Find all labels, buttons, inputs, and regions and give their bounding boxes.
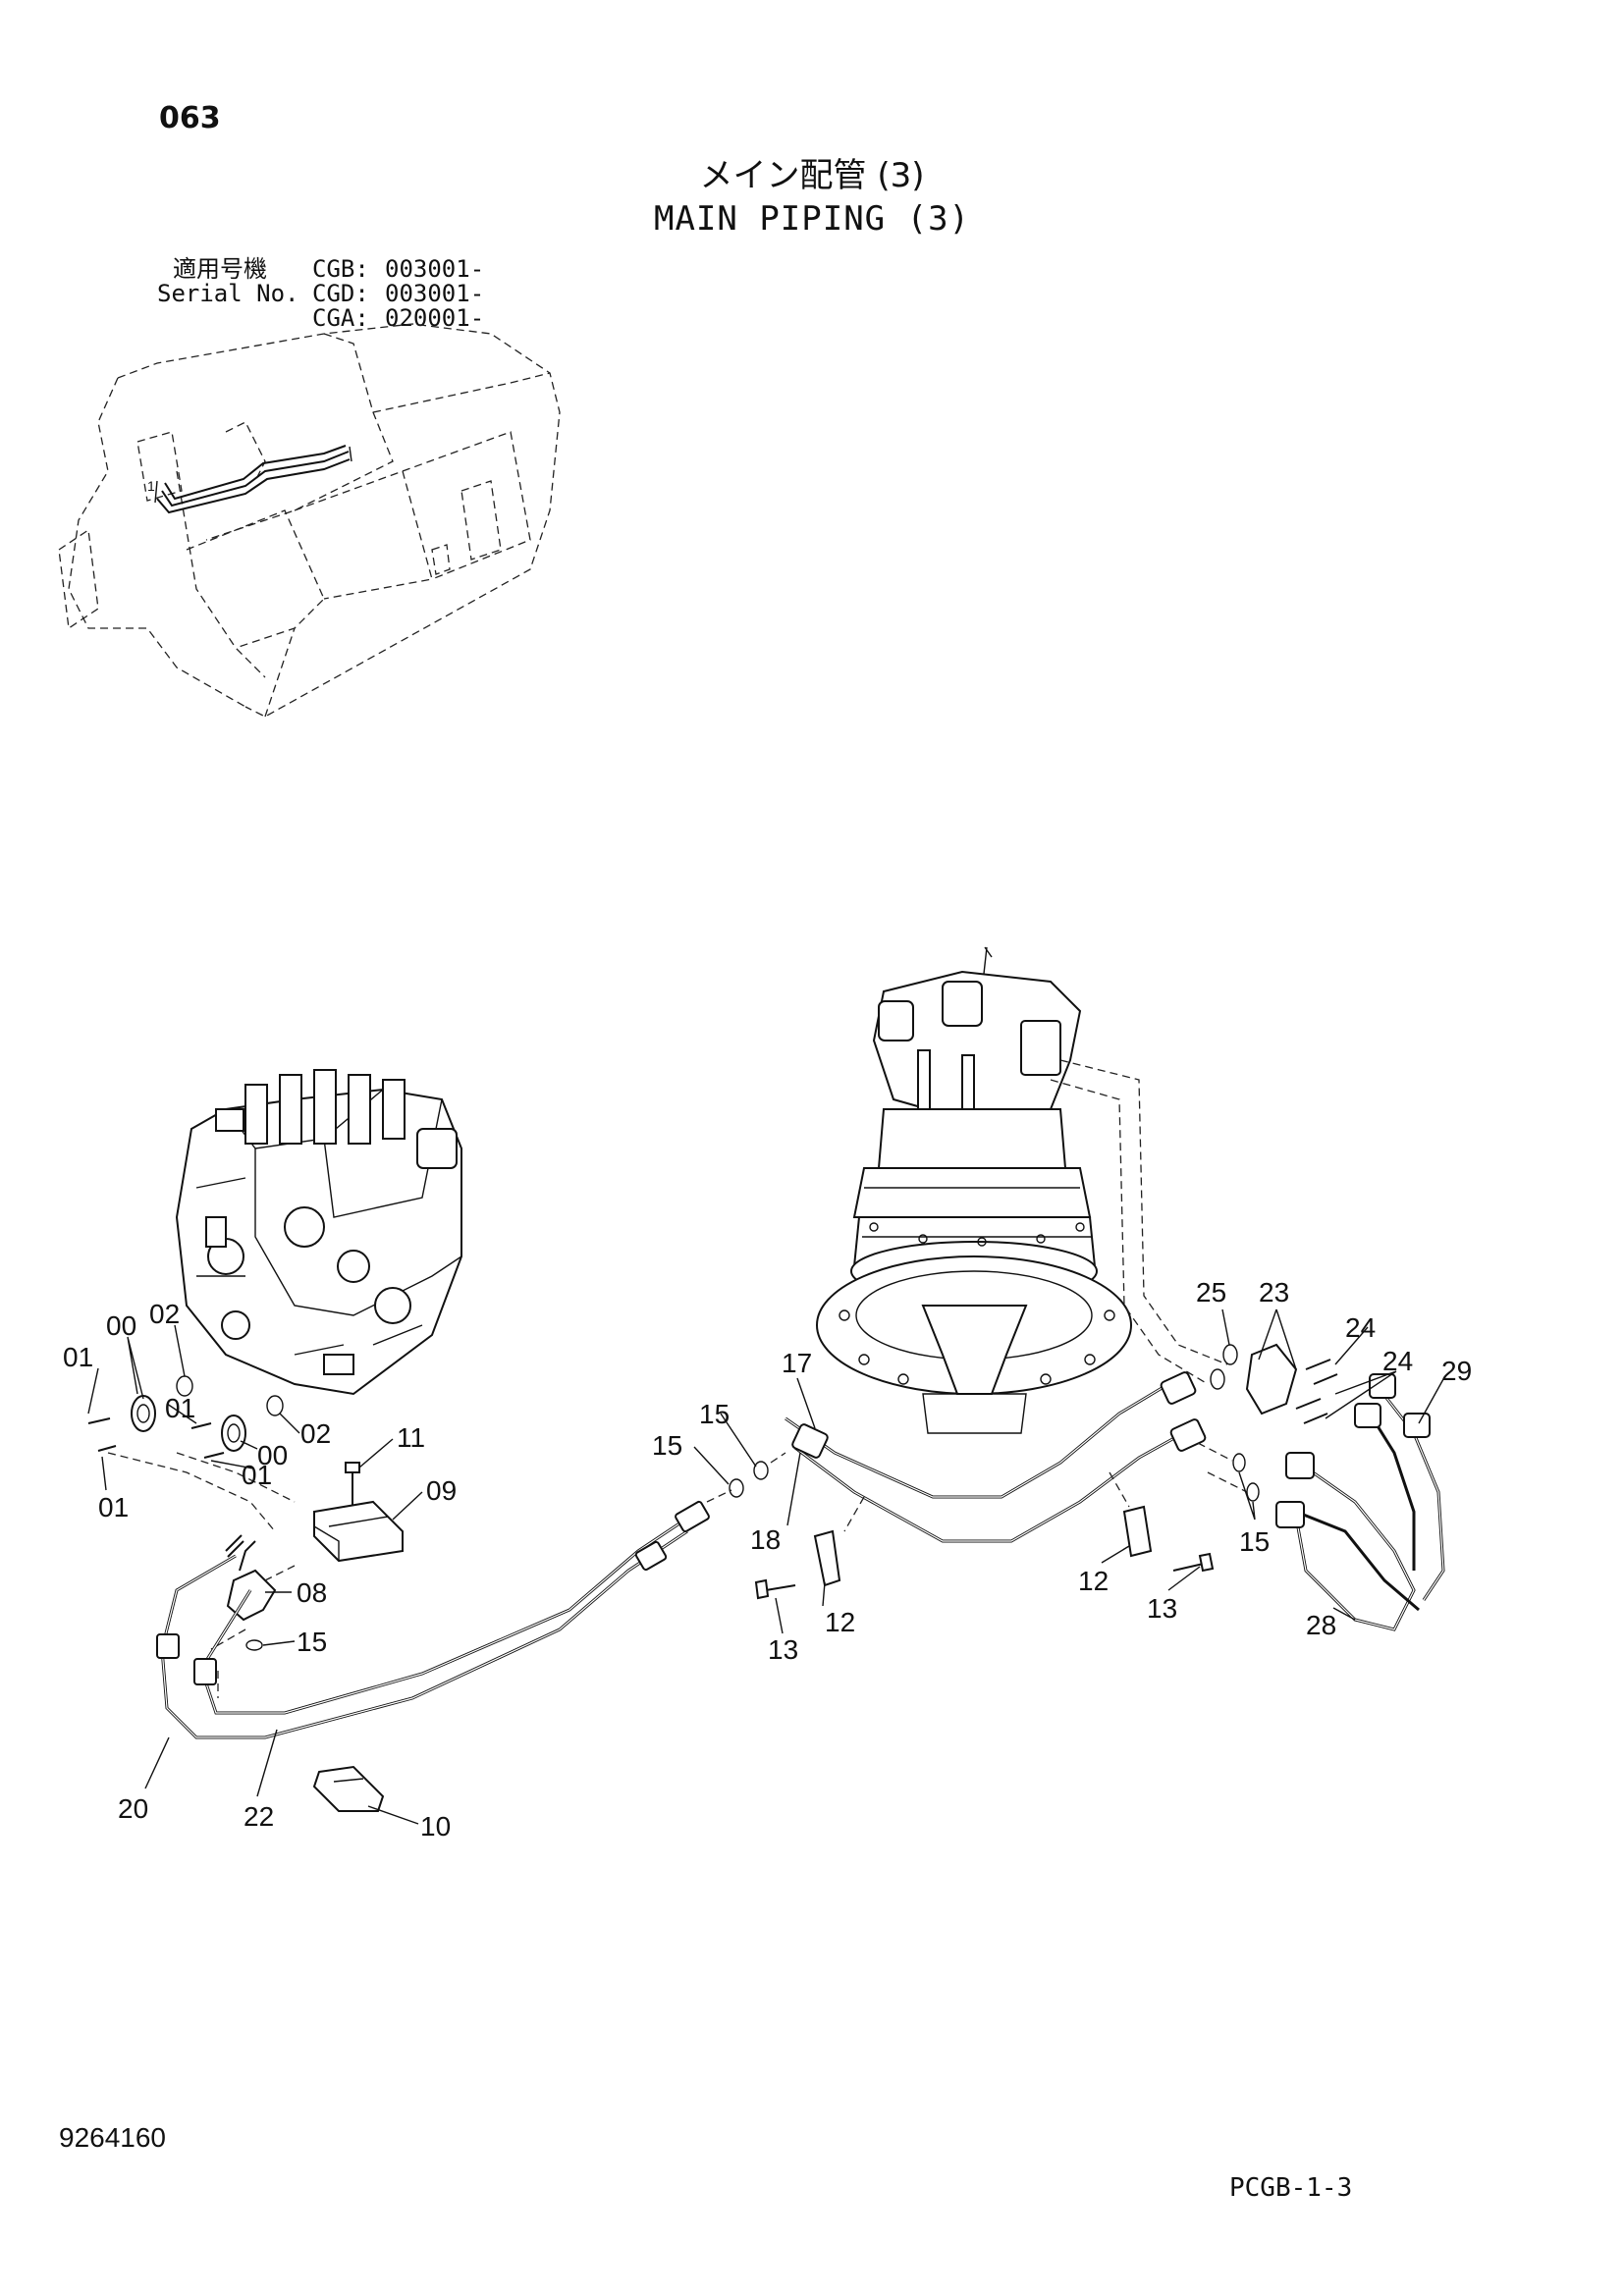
valve-fittings	[87, 1375, 404, 1812]
title-japanese: メイン配管 (3)	[699, 156, 925, 195]
callout-09: 09	[426, 1475, 457, 1506]
callout-02: 02	[149, 1299, 180, 1329]
serial-range: 020001-	[385, 304, 485, 332]
serial-label-en: Serial No.	[157, 280, 299, 307]
callout-13: 13	[768, 1634, 798, 1665]
callout-11: 11	[397, 1422, 425, 1453]
callout-15: 15	[297, 1627, 327, 1657]
serial-model: CGA:	[312, 304, 369, 332]
serial-model: CGD:	[312, 280, 369, 307]
callout-25: 25	[1196, 1277, 1226, 1308]
callout-12: 12	[1078, 1566, 1109, 1596]
serial-range: 003001-	[385, 280, 485, 307]
callout-12: 12	[825, 1607, 855, 1637]
callout-labels: 01 00 02 01 02 00 01 01 11 09 08 15 20 2…	[63, 1277, 1472, 1842]
excavator-location-sketch: 1	[58, 323, 561, 718]
swing-motor-assembly	[816, 946, 1228, 1434]
callout-20: 20	[118, 1793, 148, 1824]
callout-15: 15	[652, 1430, 682, 1461]
serial-range: 003001-	[385, 255, 485, 283]
hose-assembly-left	[156, 1500, 710, 1739]
callout-28: 28	[1306, 1610, 1336, 1640]
callout-23: 23	[1259, 1277, 1289, 1308]
callout-24: 24	[1382, 1346, 1413, 1376]
serial-label-ja: 適用号機	[173, 255, 267, 283]
callout-00: 00	[257, 1440, 288, 1470]
callout-01: 01	[98, 1492, 129, 1522]
serial-model: CGB:	[312, 255, 369, 283]
callout-18: 18	[750, 1524, 781, 1555]
callout-15: 15	[1239, 1526, 1270, 1557]
page-number: 063	[159, 101, 221, 135]
callout-01: 01	[63, 1342, 93, 1372]
callout-00: 00	[106, 1310, 136, 1341]
callout-24: 24	[1345, 1312, 1376, 1343]
sketch-mark: 1	[147, 478, 155, 494]
callout-02: 02	[300, 1418, 331, 1449]
title-english: MAIN PIPING (3)	[653, 199, 971, 239]
callout-29: 29	[1441, 1356, 1472, 1386]
callout-leaders	[87, 1308, 1444, 1825]
callout-08: 08	[297, 1577, 327, 1608]
callout-01: 01	[165, 1393, 195, 1423]
callout-13: 13	[1147, 1593, 1177, 1624]
callout-10: 10	[420, 1811, 451, 1842]
document-number: 9264160	[59, 2122, 167, 2153]
callout-22: 22	[244, 1801, 274, 1832]
callout-15: 15	[699, 1399, 730, 1429]
callout-17: 17	[782, 1348, 812, 1378]
callout-01: 01	[242, 1460, 272, 1490]
pipe-assembly-right	[706, 1343, 1445, 1631]
page-code: PCGB-1-3	[1229, 2173, 1353, 2203]
control-valve-assembly	[175, 1069, 462, 1396]
